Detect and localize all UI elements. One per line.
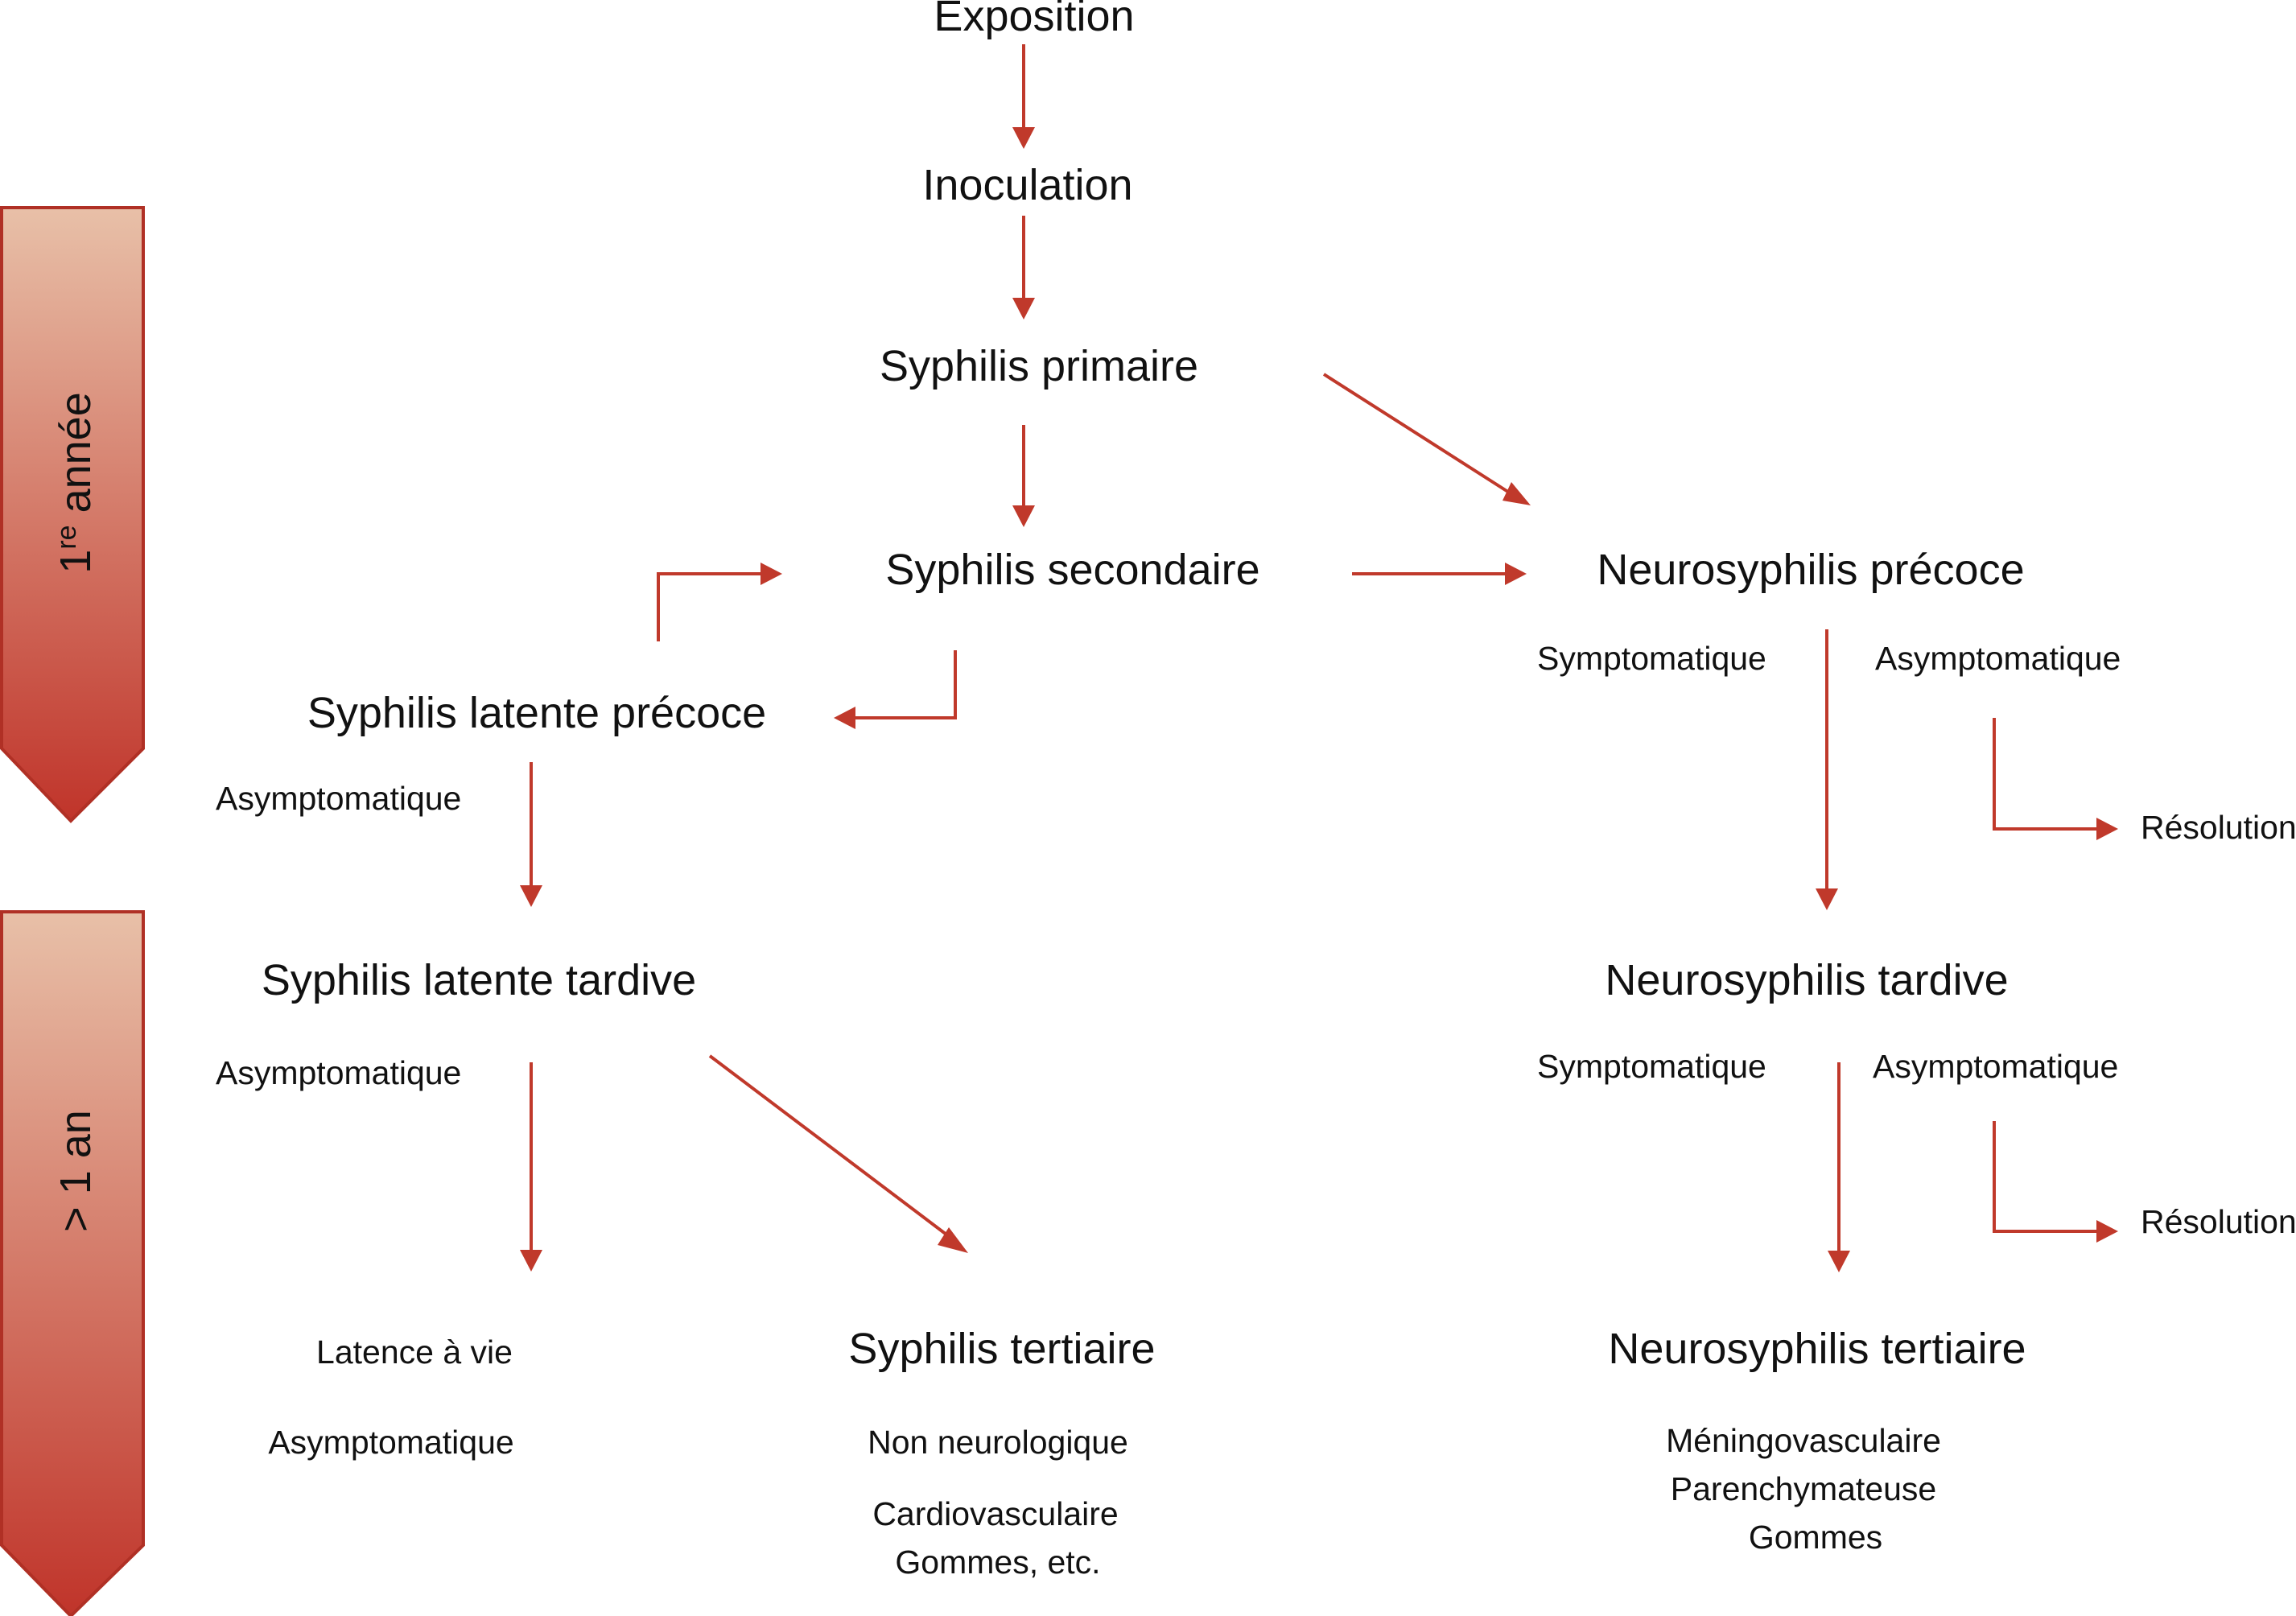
node-neuro-tertiaire-sub-meningo: Méningovasculaire: [1666, 1422, 1941, 1459]
arrow-primaire-secondaire: [1012, 425, 1035, 527]
node-neuro-tertiaire-sub-gommes: Gommes: [1749, 1519, 1882, 1556]
node-tertiaire-sub-non-neuro: Non neurologique: [868, 1424, 1128, 1461]
node-tertiaire-sub-gommes: Gommes, etc.: [895, 1544, 1100, 1581]
node-latente-tardive: Syphilis latente tardive: [262, 956, 696, 1004]
node-neuro-precoce: Neurosyphilis précoce: [1597, 546, 2024, 594]
node-neuro-tardive-sym: Symptomatique: [1537, 1048, 1766, 1085]
node-neuro-tardive: Neurosyphilis tardive: [1605, 956, 2008, 1004]
arrow-secondaire-latente-precoce: [834, 650, 957, 729]
node-resolution-2: Résolution: [2141, 1203, 2296, 1240]
node-latente-precoce: Syphilis latente précoce: [307, 689, 766, 737]
node-latente-tardive-sub: Asymptomatique: [216, 1054, 461, 1091]
arrow-latente-precoce-secondaire: [657, 563, 782, 641]
timeline-band-after-one-year: > 1 an: [0, 910, 145, 1616]
node-inoculation: Inoculation: [922, 161, 1132, 209]
node-exposition: Exposition: [934, 0, 1134, 40]
node-latence-vie: Latence à vie: [316, 1334, 513, 1371]
node-resolution-1: Résolution: [2141, 809, 2296, 846]
node-syphilis-primaire: Syphilis primaire: [880, 342, 1198, 390]
node-tertiaire-sub-cardio: Cardiovasculaire: [872, 1495, 1118, 1532]
arrow-secondaire-neuro-precoce: [1352, 563, 1527, 585]
node-syphilis-tertiaire: Syphilis tertiaire: [848, 1325, 1155, 1373]
arrow-neuro-precoce-resolution: [1993, 718, 2118, 840]
node-syphilis-secondaire: Syphilis secondaire: [885, 546, 1259, 594]
arrow-exposition-inoculation: [1012, 44, 1035, 149]
timeline-band-first-year: 1re année: [0, 206, 145, 823]
band-first-year-label: 1re année: [52, 392, 100, 573]
arrow-latente-tardive-tertiaire: [708, 1054, 968, 1253]
arrow-neuro-tardive-tertiaire: [1828, 1062, 1850, 1272]
arrow-inoculation-primaire: [1012, 216, 1035, 319]
node-latente-precoce-sub: Asymptomatique: [216, 780, 461, 817]
node-neuro-tertiaire-sub-parench: Parenchymateuse: [1671, 1470, 1936, 1507]
arrows: [520, 44, 2118, 1272]
node-latence-vie-sub: Asymptomatique: [268, 1424, 513, 1461]
node-neuro-precoce-sym: Symptomatique: [1537, 640, 1766, 677]
arrow-latente-tardive-latence-vie: [520, 1062, 542, 1272]
arrow-primaire-neuro-precoce: [1322, 373, 1531, 505]
node-neuro-precoce-asym: Asymptomatique: [1875, 640, 2121, 677]
arrow-latente-precoce-tardive: [520, 762, 542, 907]
node-neuro-tertiaire: Neurosyphilis tertiaire: [1608, 1325, 2026, 1373]
node-neuro-tardive-asym: Asymptomatique: [1873, 1048, 2118, 1085]
band-after-one-year-label: > 1 an: [52, 1110, 100, 1232]
nodes: Exposition Inoculation Syphilis primaire…: [216, 0, 2296, 1581]
arrow-neuro-tardive-resolution: [1993, 1121, 2118, 1243]
arrow-neuro-precoce-tardive: [1816, 629, 1838, 910]
